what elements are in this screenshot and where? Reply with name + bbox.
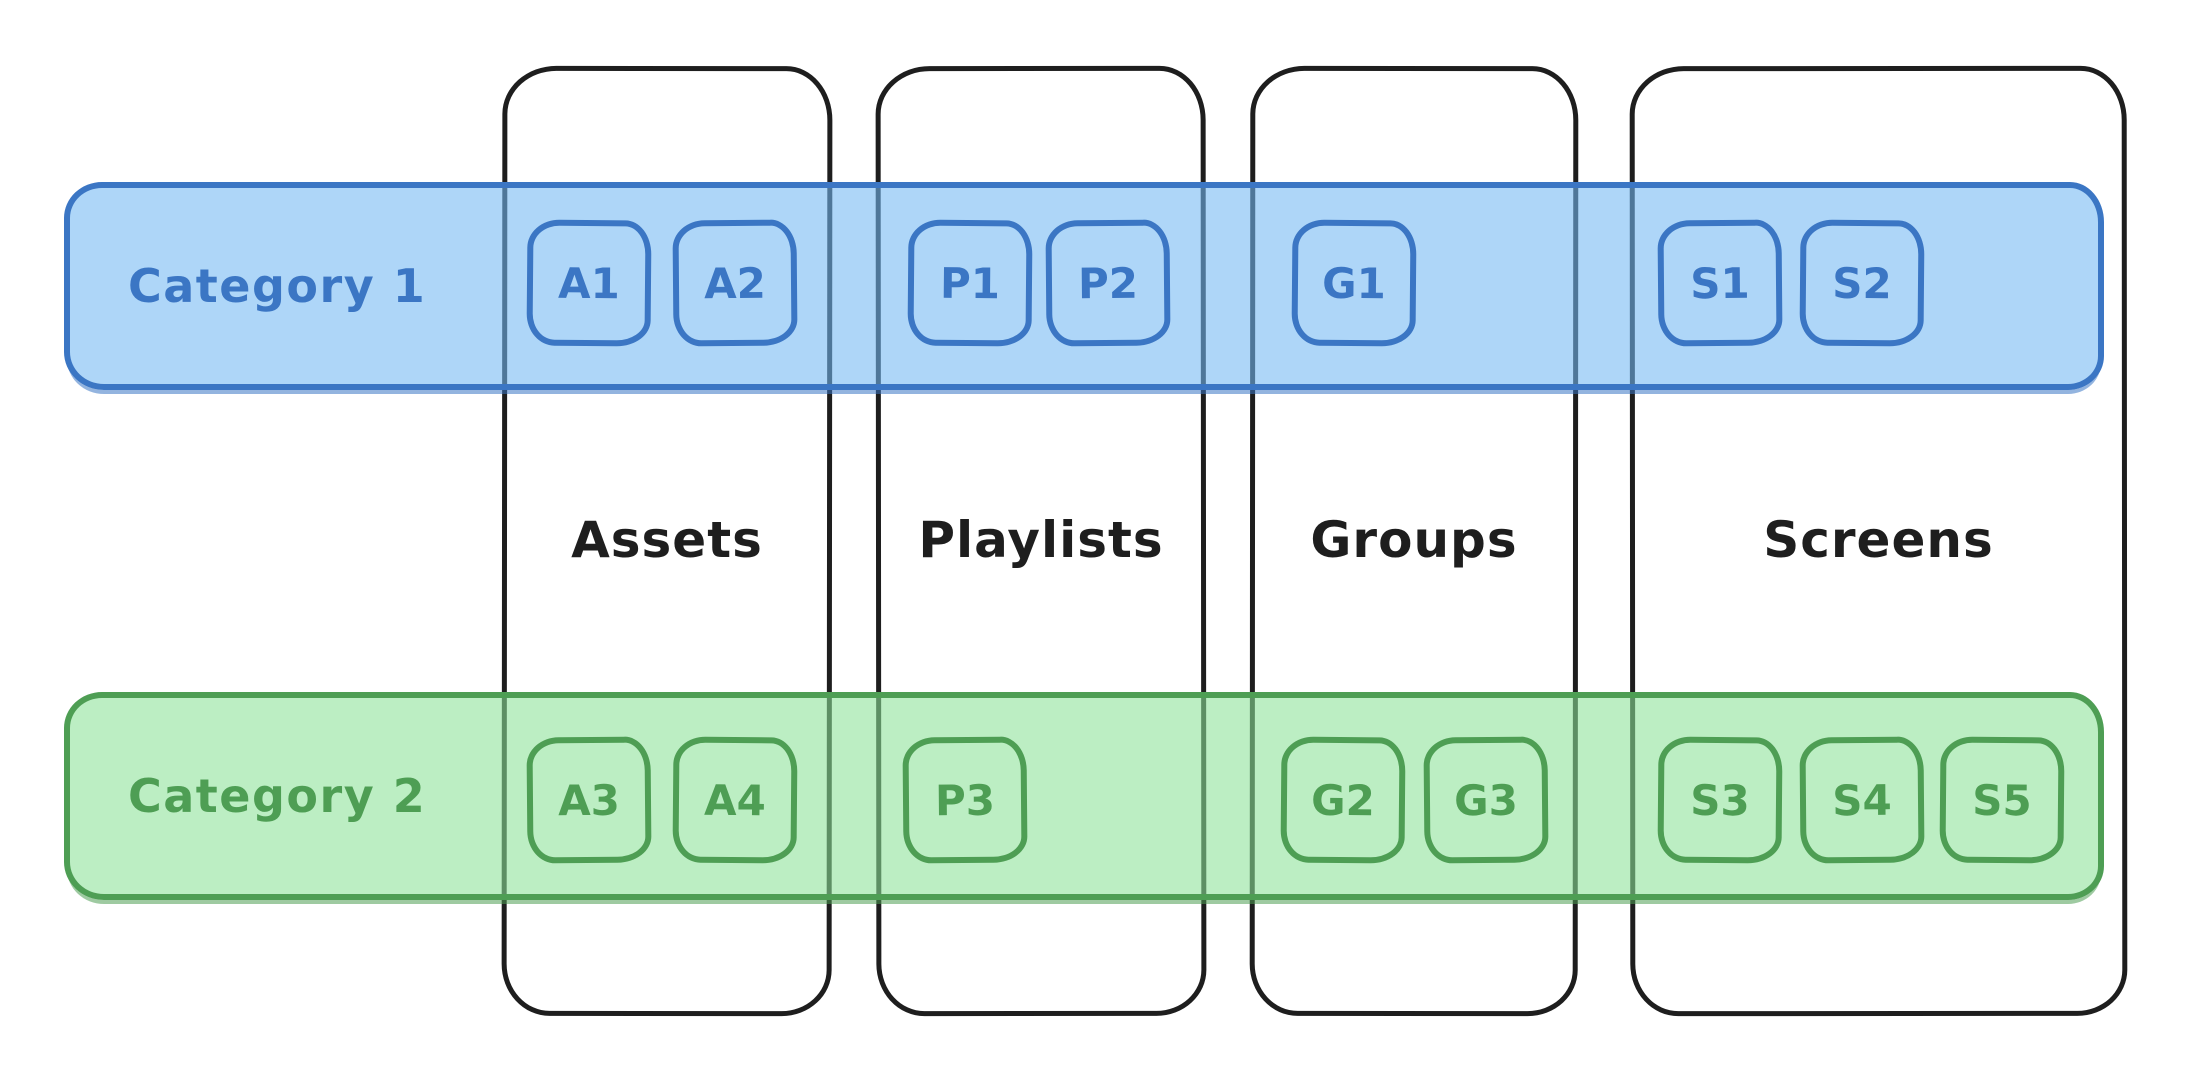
chip-screen-s4: S4: [1799, 736, 1925, 864]
category2-band: Category 2: [64, 692, 2104, 900]
chip-screen-s3: S3: [1657, 736, 1783, 864]
chip-group-g3: G3: [1423, 736, 1549, 864]
chip-playlist-p2: P2: [1045, 219, 1171, 347]
column-label-playlists: Playlists: [918, 511, 1164, 569]
chip-group-g2: G2: [1280, 736, 1406, 864]
chip-playlist-p1: P1: [907, 219, 1033, 347]
chip-asset-a3: A3: [526, 736, 652, 864]
column-label-screens: Screens: [1763, 511, 1994, 569]
chip-screen-s5: S5: [1939, 736, 2065, 864]
chip-screen-s1: S1: [1657, 219, 1783, 347]
chip-asset-a2: A2: [672, 219, 798, 347]
column-label-assets: Assets: [571, 511, 763, 569]
category1-label: Category 1: [128, 259, 427, 313]
chip-asset-a4: A4: [672, 736, 798, 864]
chip-playlist-p3: P3: [902, 736, 1028, 864]
chip-group-g1: G1: [1291, 219, 1417, 347]
column-label-groups: Groups: [1310, 511, 1518, 569]
chip-screen-s2: S2: [1799, 219, 1925, 347]
chip-asset-a1: A1: [526, 219, 652, 347]
category2-label: Category 2: [128, 769, 427, 823]
